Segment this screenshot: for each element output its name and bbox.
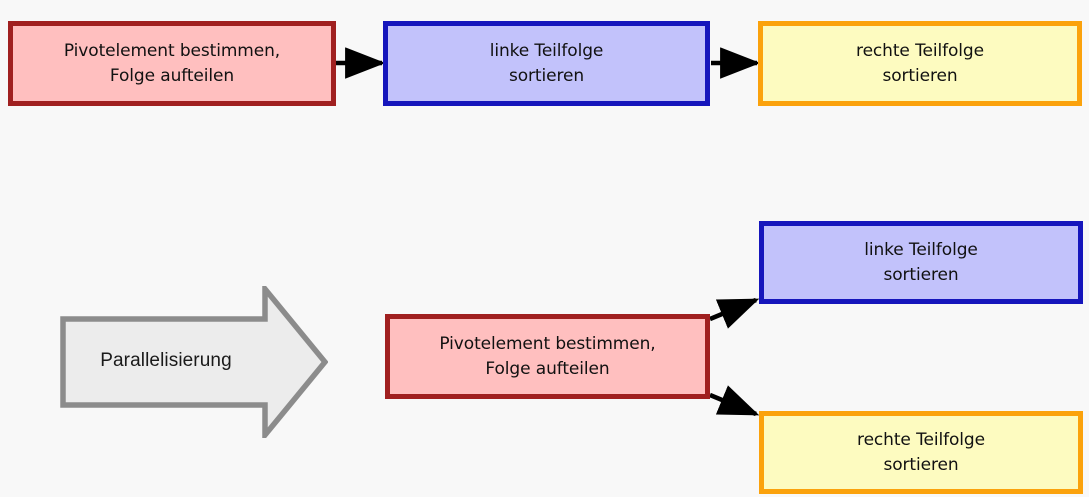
parallelization-banner-label: Parallelisierung [100,350,232,371]
parallelization-banner: Parallelisierung [60,286,328,438]
node-seq-pivot[interactable]: Pivotelement bestimmen, Folge aufteilen [8,21,336,106]
node-par-right[interactable]: rechte Teilfolge sortieren [759,411,1083,494]
connector-par-pivot-to-par-left [709,297,760,329]
node-par-left[interactable]: linke Teilfolge sortieren [759,221,1083,304]
node-par-pivot[interactable]: Pivotelement bestimmen, Folge aufteilen [385,314,710,399]
right-arrow-banner-icon [60,286,328,438]
node-seq-right[interactable]: rechte Teilfolge sortieren [758,21,1082,106]
node-seq-left[interactable]: linke Teilfolge sortieren [383,21,710,106]
connector-par-pivot-to-par-right [709,385,760,417]
